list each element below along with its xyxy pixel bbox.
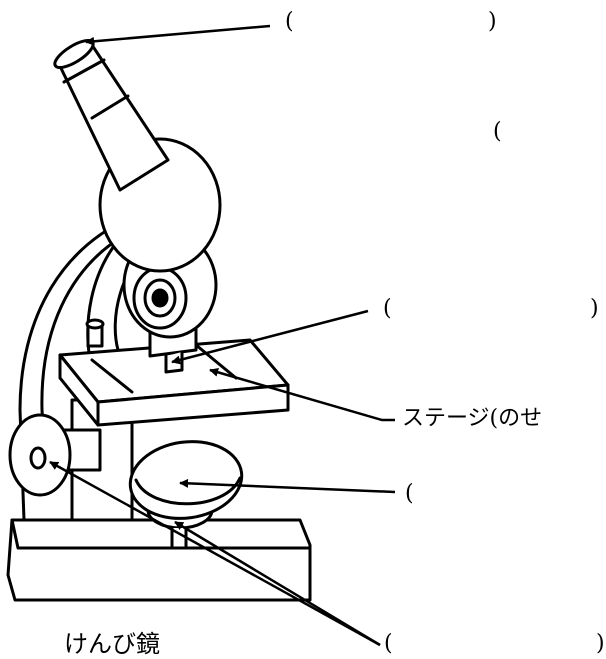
coarse-knob-hole (31, 448, 45, 468)
arm-label-open: ( (493, 121, 502, 143)
objective-label-close: ) (590, 298, 599, 320)
objective-label-open: ( (383, 298, 392, 320)
diagram-title: けんび鏡 (64, 624, 160, 659)
microscope-drawing (8, 36, 310, 600)
focus-knob-label-close: ) (596, 633, 605, 655)
mirror (125, 435, 246, 526)
base (8, 520, 310, 600)
eyepiece-label-close: ) (488, 11, 497, 33)
focus-knob-label-open: ( (384, 633, 393, 655)
mirror-label-open: ( (405, 483, 414, 505)
stage-label: ステージ(のせ (402, 408, 542, 430)
arrow-eyepiece (86, 26, 270, 42)
eyepiece-label-open: ( (285, 11, 294, 33)
